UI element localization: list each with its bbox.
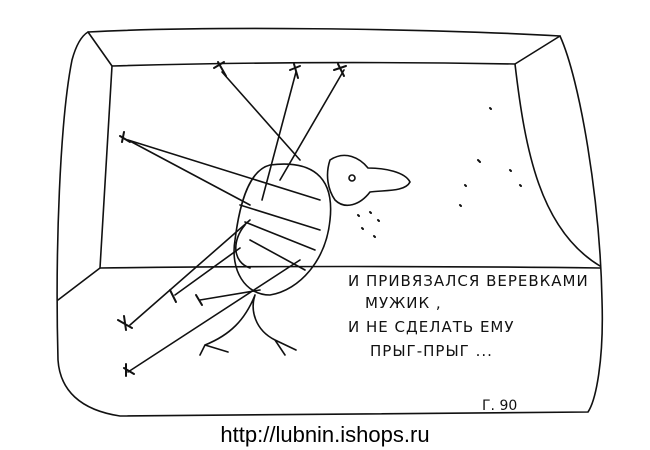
rope-wraps: [239, 204, 321, 271]
legs: [199, 294, 297, 356]
artist-signature: Г. 90: [482, 398, 518, 414]
arm: [235, 224, 251, 269]
ropes: [127, 69, 345, 373]
caption-line-3: И НЕ СДЕЛАТЬ ЕМУ: [348, 318, 515, 336]
eye: [348, 174, 356, 182]
head: [326, 154, 411, 207]
caption-line-2: МУЖИК ,: [365, 294, 442, 312]
caption-line-4: ПРЫГ-ПРЫГ ...: [370, 342, 493, 360]
corner-lines: [57, 31, 561, 301]
speech-dots: [357, 107, 522, 238]
body: [233, 163, 332, 296]
footer-url[interactable]: http://lubnin.ishops.ru: [220, 422, 430, 447]
floor-line: [99, 265, 601, 269]
nails: [117, 61, 347, 377]
frame-outline: [56, 27, 604, 417]
caption-line-1: И ПРИВЯЗАЛСЯ ВЕРЕВКАМИ: [348, 272, 589, 290]
back-wall: [111, 61, 601, 267]
